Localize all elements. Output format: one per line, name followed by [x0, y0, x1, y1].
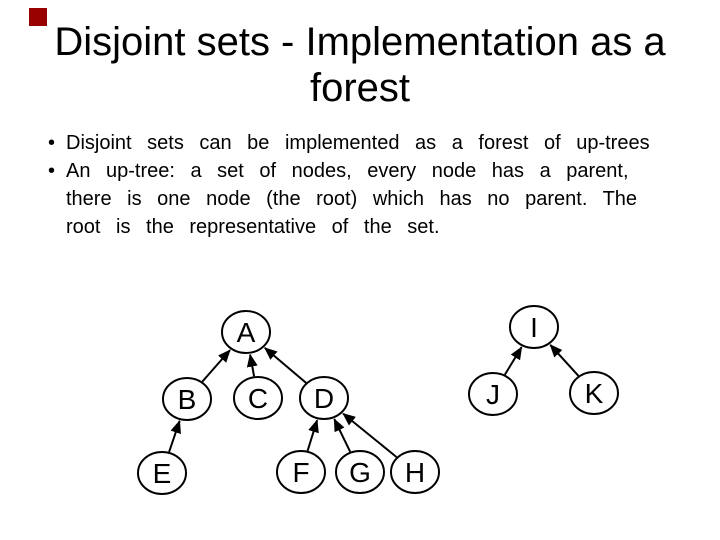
- bullet-dot: •: [48, 160, 56, 182]
- edge-K-to-I: [549, 344, 580, 377]
- bullet-item-1: • Disjoint sets can be implemented as a …: [48, 129, 708, 157]
- edge-E-to-B: [168, 420, 181, 453]
- bullet-2-line-1: An up-tree: a set of nodes, every node h…: [66, 160, 629, 182]
- tree-node-H: [390, 450, 440, 494]
- tree-node-E: [137, 451, 187, 495]
- slide-title-line-1: Disjoint sets - Implementation as a: [54, 20, 666, 64]
- tree-node-label-C: C: [248, 383, 268, 414]
- tree-node-label-E: E: [153, 458, 172, 489]
- tree-node-B: [162, 377, 212, 421]
- tree-node-I: [509, 305, 559, 349]
- bullet-dot: •: [48, 132, 56, 154]
- edge-G-to-D: [333, 418, 352, 453]
- edge-B-to-A: [201, 349, 231, 383]
- tree-node-label-J: J: [486, 379, 500, 410]
- bullet-item-2: • An up-tree: a set of nodes, every node…: [48, 157, 708, 241]
- edge-D-to-A: [264, 347, 307, 384]
- tree-node-label-B: B: [178, 384, 197, 415]
- slide-title: Disjoint sets - Implementation as a fore…: [0, 19, 720, 111]
- tree-node-A: [221, 310, 271, 354]
- tree-node-F: [276, 450, 326, 494]
- tree-node-J: [468, 372, 518, 416]
- forest-nodes: A B C D E F G H I J K: [137, 305, 619, 495]
- tree-node-label-D: D: [314, 383, 334, 414]
- bullet-2-line-3: root is the representative of the set.: [66, 216, 440, 238]
- forest-edges: [168, 344, 580, 458]
- edge-H-to-D: [342, 412, 398, 458]
- slide-accent-square: [29, 8, 47, 26]
- tree-node-label-I: I: [530, 312, 538, 343]
- tree-node-label-K: K: [585, 378, 604, 409]
- tree-node-label-H: H: [405, 457, 425, 488]
- edge-F-to-D: [306, 419, 319, 452]
- bullet-list: • Disjoint sets can be implemented as a …: [48, 129, 708, 241]
- tree-node-D: [299, 376, 349, 420]
- tree-node-K: [569, 371, 619, 415]
- tree-node-label-G: G: [349, 457, 371, 488]
- bullet-2-line-2: there is one node (the root) which has n…: [66, 188, 638, 210]
- tree-node-G: [335, 450, 385, 494]
- tree-node-label-A: A: [237, 317, 256, 348]
- tree-node-label-F: F: [292, 457, 309, 488]
- tree-node-C: [233, 376, 283, 420]
- slide-title-line-2: forest: [309, 66, 411, 110]
- edge-J-to-I: [504, 346, 523, 376]
- edge-C-to-A: [246, 353, 258, 377]
- bullet-1-line-1: Disjoint sets can be implemented as a fo…: [66, 132, 650, 154]
